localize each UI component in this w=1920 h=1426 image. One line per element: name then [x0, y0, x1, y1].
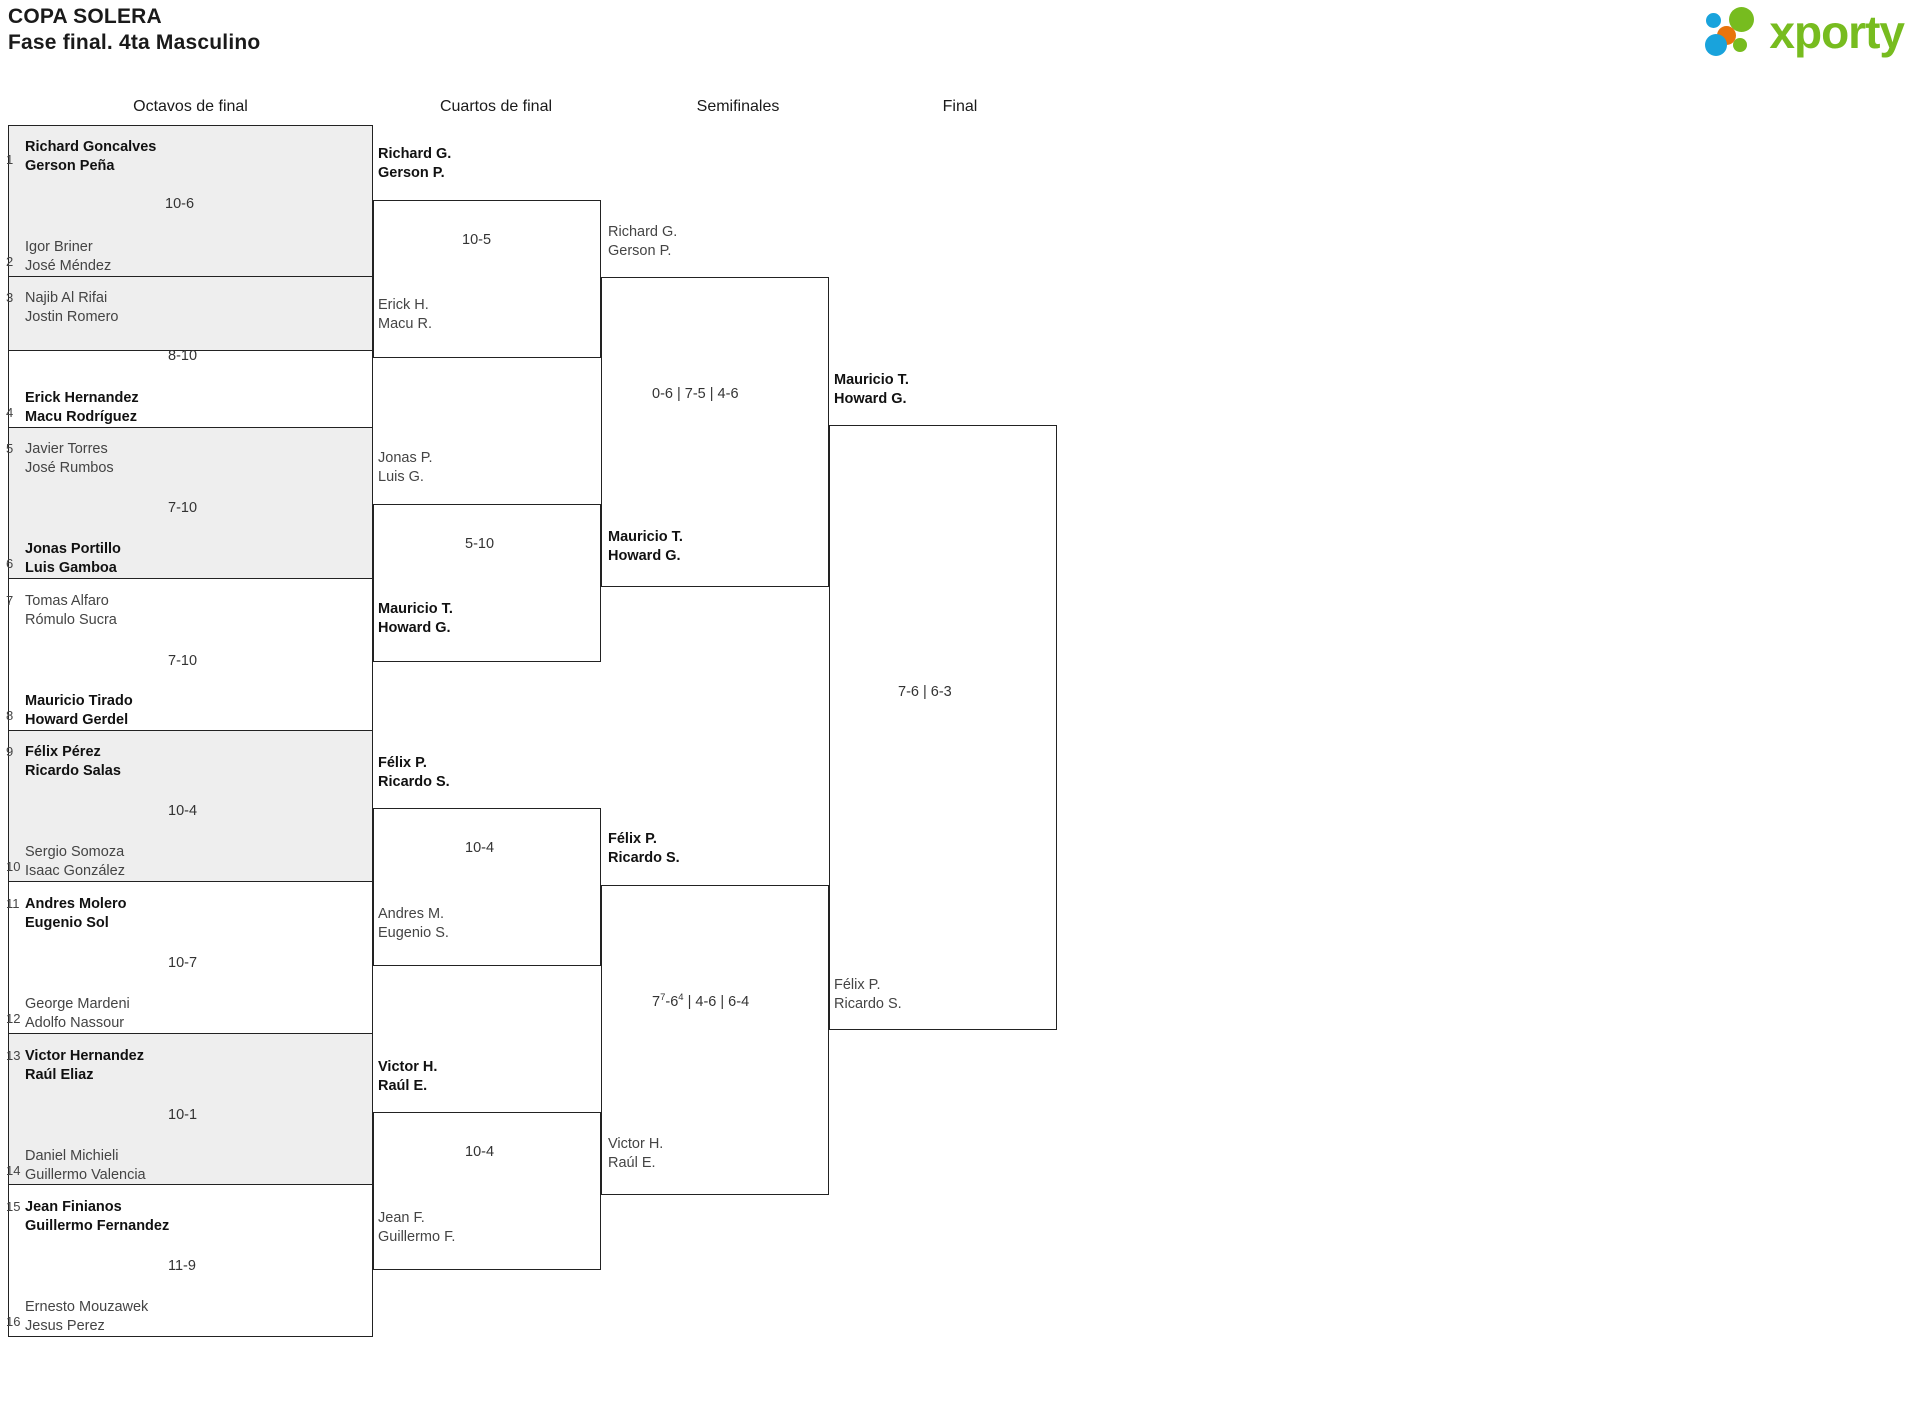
team-qf1-top: Richard G. Gerson P. [378, 146, 452, 182]
match-box-sf-2[interactable] [601, 885, 829, 1195]
team-seed-2: Igor Briner José Méndez [25, 239, 112, 275]
team-seed-3: Najib Al Rifai Jostin Romero [25, 290, 119, 326]
page-header: COPA SOLERA Fase final. 4ta Masculino [8, 4, 260, 57]
team-qf4-bottom: Jean F. Guillermo F. [378, 1210, 456, 1246]
match-score-qf-2: 5-10 [465, 536, 495, 552]
seed-number: 7 [6, 593, 14, 608]
bracket-cell-seed-7[interactable] [8, 579, 373, 731]
team-qf2-bottom: Mauricio T. Howard G. [378, 601, 453, 637]
logo-wordmark: xporty [1769, 6, 1905, 58]
seed-number: 14 [6, 1163, 21, 1178]
round-header-semis: Semifinales [696, 98, 780, 115]
seed-number: 15 [6, 1199, 21, 1214]
match-score-sf-2: 77-64 | 4-6 | 6-4 [652, 992, 750, 1010]
match-score-r1-5: 10-4 [168, 803, 198, 819]
seed-number: 5 [6, 441, 14, 456]
tournament-phase: Fase final. 4ta Masculino [8, 31, 261, 55]
match-score-r1-1: 10-6 [165, 196, 195, 212]
team-seed-5: Javier Torres José Rumbos [25, 441, 114, 477]
bracket-cell-seed-11[interactable] [8, 882, 373, 1034]
round-header-final: Final [942, 98, 978, 115]
tournament-title: COPA SOLERA [8, 5, 162, 28]
bracket-cell-seed-2[interactable] [8, 276, 373, 351]
team-sf2-top: Félix P. Ricardo S. [608, 831, 680, 867]
seed-number: 3 [6, 290, 14, 305]
match-score-r1-7: 10-1 [168, 1107, 198, 1123]
match-box-sf-1[interactable] [601, 277, 829, 587]
seed-number: 12 [6, 1011, 21, 1026]
team-seed-6: Jonas Portillo Luis Gamboa [25, 541, 121, 577]
team-seed-9: Félix Pérez Ricardo Salas [25, 744, 121, 780]
bracket-cell-seed-3[interactable] [8, 276, 373, 427]
bracket-cell-seed-13[interactable] [8, 1034, 373, 1185]
seed-number: 10 [6, 859, 21, 874]
team-sf1-top: Richard G. Gerson P. [608, 224, 678, 260]
match-score-qf-3: 10-4 [465, 840, 495, 856]
team-seed-8: Mauricio Tirado Howard Gerdel [25, 693, 133, 729]
match-box-final[interactable] [829, 425, 1057, 1030]
team-final-top: Mauricio T. Howard G. [834, 372, 909, 408]
seed-number: 8 [6, 708, 14, 723]
match-score-qf-4: 10-4 [465, 1144, 495, 1160]
team-qf4-top: Victor H. Raúl E. [378, 1059, 438, 1095]
bracket-cell-seed-1[interactable] [8, 125, 373, 276]
team-seed-15: Jean Finianos Guillermo Fernandez [25, 1199, 170, 1235]
team-qf2-top: Jonas P. Luis G. [378, 450, 433, 486]
match-score-r1-3: 7-10 [168, 500, 198, 516]
match-box-qf-2[interactable] [373, 504, 601, 662]
seed-number: 16 [6, 1314, 21, 1329]
seed-number: 9 [6, 744, 14, 759]
team-seed-13: Victor Hernandez Raúl Eliaz [25, 1048, 144, 1084]
team-seed-1: Richard Goncalves Gerson Peña [25, 139, 157, 175]
team-seed-10: Sergio Somoza Isaac González [25, 844, 125, 880]
team-qf1-bottom: Erick H. Macu R. [378, 297, 432, 333]
match-score-final: 7-6 | 6-3 [898, 684, 952, 700]
match-box-qf-4[interactable] [373, 1112, 601, 1270]
divider [8, 427, 373, 428]
round-header-octavos: Octavos de final [133, 98, 248, 115]
team-final-bottom: Félix P. Ricardo S. [834, 977, 902, 1013]
bracket-cell-seed-15[interactable] [8, 1185, 373, 1337]
match-box-qf-1[interactable] [373, 200, 601, 358]
team-seed-16: Ernesto Mouzawek Jesus Perez [25, 1299, 149, 1335]
team-seed-11: Andres Molero Eugenio Sol [25, 896, 127, 932]
team-seed-14: Daniel Michieli Guillermo Valencia [25, 1148, 146, 1184]
team-qf3-bottom: Andres M. Eugenio S. [378, 906, 449, 942]
xporty-logo: xporty [1705, 6, 1905, 58]
team-sf1-bottom: Mauricio T. Howard G. [608, 529, 683, 565]
seed-number: 6 [6, 556, 14, 571]
match-score-r1-2: 8-10 [168, 348, 198, 364]
seed-number: 13 [6, 1048, 21, 1063]
match-score-r1-4: 7-10 [168, 653, 198, 669]
bracket-cell-seed-5[interactable] [8, 428, 373, 579]
match-score-r1-6: 10-7 [168, 955, 198, 971]
team-sf2-bottom: Victor H. Raúl E. [608, 1136, 664, 1172]
seed-number: 1 [6, 152, 14, 167]
seed-number: 4 [6, 405, 14, 420]
seed-number: 2 [6, 254, 14, 269]
match-score-qf-1: 10-5 [462, 232, 492, 248]
team-seed-12: George Mardeni Adolfo Nassour [25, 996, 130, 1032]
match-score-r1-8: 11-9 [168, 1258, 196, 1274]
team-qf3-top: Félix P. Ricardo S. [378, 755, 450, 791]
seed-number: 11 [6, 896, 20, 911]
team-seed-7: Tomas Alfaro Rómulo Sucra [25, 593, 117, 629]
logo-dots-icon [1705, 6, 1761, 58]
match-score-sf-1: 0-6 | 7-5 | 4-6 [652, 386, 739, 402]
match-box-qf-3[interactable] [373, 808, 601, 966]
round-header-cuartos: Cuartos de final [439, 98, 553, 115]
team-seed-4: Erick Hernandez Macu Rodríguez [25, 390, 139, 426]
bracket-cell-seed-9[interactable] [8, 731, 373, 882]
